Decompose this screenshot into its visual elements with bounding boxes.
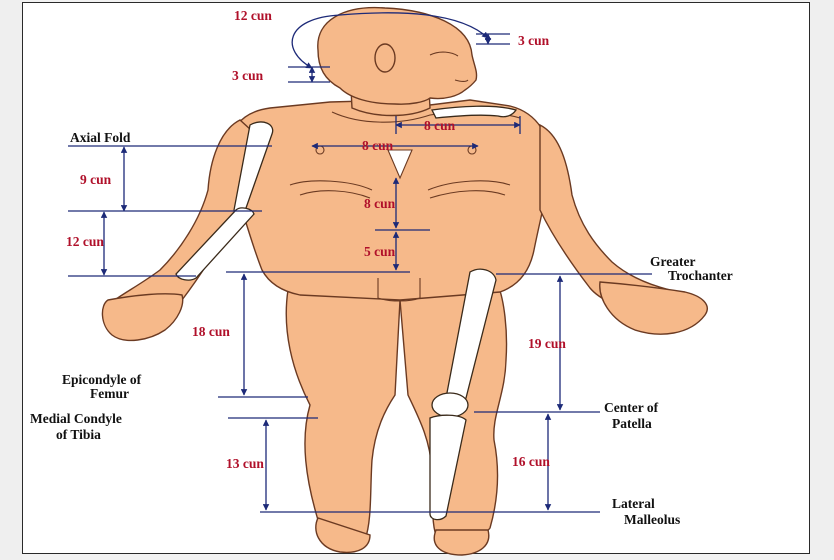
label-patella: Patella <box>612 416 652 431</box>
label-malleolus: Malleolus <box>624 512 680 527</box>
label-of-tibia: of Tibia <box>56 427 101 442</box>
label-shoulder: 8 cun <box>424 118 456 133</box>
label-shin-lateral: 16 cun <box>512 454 550 469</box>
left-leg <box>286 290 400 543</box>
label-thigh-medial: 18 cun <box>192 324 230 339</box>
label-nipples: 8 cun <box>362 138 394 153</box>
label-medial-condyle: Medial Condyle <box>30 411 122 426</box>
label-navel-pubis: 5 cun <box>364 244 396 259</box>
label-epicondyle: Epicondyle of <box>62 372 142 387</box>
label-lateral: Lateral <box>612 496 655 511</box>
label-upper-arm: 9 cun <box>80 172 112 187</box>
label-shin-medial: 13 cun <box>226 456 264 471</box>
right-foot <box>434 530 488 555</box>
label-head-width: 12 cun <box>234 8 272 23</box>
label-eyebrow: 3 cun <box>518 33 550 48</box>
patella-bone <box>432 393 468 417</box>
ear <box>375 44 395 72</box>
right-hand <box>600 282 707 334</box>
left-hand <box>102 294 182 341</box>
label-thigh-lateral: 19 cun <box>528 336 566 351</box>
label-femur: Femur <box>90 386 129 401</box>
head <box>318 8 477 105</box>
label-greater: Greater <box>650 254 695 269</box>
label-center-of: Center of <box>604 400 659 415</box>
label-hairline: 3 cun <box>232 68 264 83</box>
label-axial-fold: Axial Fold <box>70 130 131 145</box>
label-trochanter: Trochanter <box>668 268 733 283</box>
human-figure <box>102 8 707 555</box>
label-sternum: 8 cun <box>364 196 396 211</box>
label-forearm: 12 cun <box>66 234 104 249</box>
